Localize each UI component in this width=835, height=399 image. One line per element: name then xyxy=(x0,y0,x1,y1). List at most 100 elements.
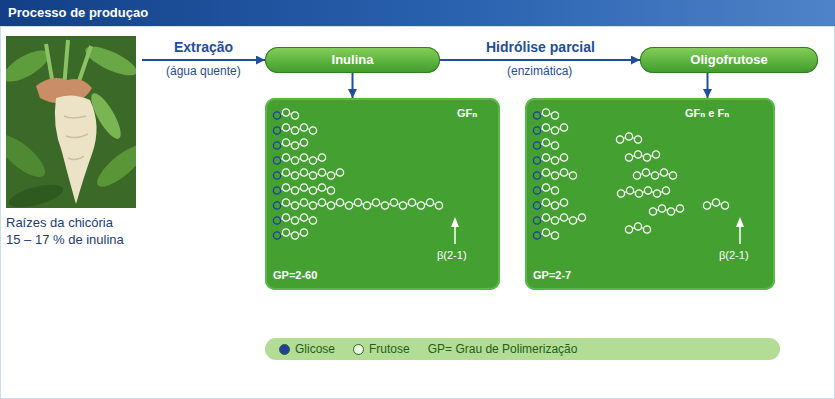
fructose-unit xyxy=(300,184,307,191)
title-bar: Processo de produçao xyxy=(0,0,835,26)
flow-arrow xyxy=(440,59,640,61)
root-lines xyxy=(64,116,88,160)
fructose-unit xyxy=(560,169,567,176)
legend-swatch xyxy=(279,344,290,355)
box-label: Inulina xyxy=(332,47,374,73)
fructose-unit xyxy=(291,202,298,209)
fructose-unit xyxy=(551,112,558,119)
fructose-unit xyxy=(300,214,307,221)
fructose-unit xyxy=(390,199,397,206)
glucose-unit xyxy=(273,127,280,134)
fructose-unit xyxy=(327,187,334,194)
fructose-unit xyxy=(318,154,325,161)
fructose-unit xyxy=(634,151,641,158)
fructose-unit xyxy=(318,184,325,191)
fructose-unit xyxy=(617,190,624,197)
fructose-unit xyxy=(318,169,325,176)
title-text: Processo de produçao xyxy=(0,0,148,26)
fructose-unit xyxy=(542,154,549,161)
glucose-unit xyxy=(533,172,540,179)
fructose-unit xyxy=(551,142,558,149)
polymerization-label: GP=2-7 xyxy=(533,268,571,282)
process-step-label: Hidrólise parcial xyxy=(484,39,597,56)
fructose-unit xyxy=(291,157,298,164)
leaf xyxy=(92,139,136,193)
leaf xyxy=(7,180,66,208)
fructose-unit xyxy=(282,139,289,146)
fructose-unit xyxy=(282,184,289,191)
fructose-unit xyxy=(345,202,352,209)
fructose-unit xyxy=(542,124,549,131)
fructose-unit xyxy=(291,112,298,119)
fructose-unit xyxy=(300,154,307,161)
fructose-unit xyxy=(642,169,649,176)
fructose-unit xyxy=(625,154,632,161)
fructose-unit xyxy=(660,169,667,176)
fructose-unit xyxy=(542,214,549,221)
fructose-unit xyxy=(426,199,433,206)
fructose-unit xyxy=(300,199,307,206)
fructose-unit xyxy=(542,169,549,176)
root xyxy=(55,95,97,204)
fructose-unit xyxy=(300,139,307,146)
fructose-unit xyxy=(616,136,623,143)
fructose-unit xyxy=(676,205,683,212)
legend-note: GP= Grau de Polimerização xyxy=(428,342,578,356)
fructose-unit xyxy=(560,214,567,221)
fructose-unit xyxy=(291,217,298,224)
glucose-unit xyxy=(273,202,280,209)
fructose-unit xyxy=(282,169,289,176)
fructose-unit xyxy=(282,154,289,161)
structure-panel: GFₙ e Fₙ β(2-1) GP=2-7 xyxy=(525,98,775,290)
fructose-unit xyxy=(282,199,289,206)
fructose-unit xyxy=(282,229,289,236)
fructose-unit xyxy=(363,202,370,209)
fructose-unit xyxy=(300,229,307,236)
fructose-unit xyxy=(399,202,406,209)
structure-panel: GFₙ β(2-1) GP=2-60 xyxy=(265,98,500,290)
box-label: Oligofrutose xyxy=(690,47,767,73)
fructose-unit xyxy=(669,172,676,179)
formula-label: GFₙ e Fₙ xyxy=(685,106,729,120)
legend-text: Glicose xyxy=(295,342,335,356)
fructose-unit xyxy=(542,229,549,236)
fructose-unit xyxy=(649,208,656,215)
fructose-unit xyxy=(633,172,640,179)
fructose-unit xyxy=(721,202,728,209)
fructose-unit xyxy=(542,109,549,116)
glucose-unit xyxy=(533,217,540,224)
fructose-unit xyxy=(560,154,567,161)
fructose-unit xyxy=(625,226,632,233)
fructose-unit xyxy=(291,232,298,239)
fructose-unit xyxy=(300,124,307,131)
leader-arrow xyxy=(736,217,744,227)
fructose-unit xyxy=(652,151,659,158)
fructose-unit xyxy=(569,172,576,179)
bond-label: β(2-1) xyxy=(437,248,467,262)
fructose-unit xyxy=(560,124,567,131)
fructose-unit xyxy=(542,184,549,191)
fructose-unit xyxy=(282,124,289,131)
fructose-unit xyxy=(309,202,316,209)
glucose-unit xyxy=(273,142,280,149)
glucose-unit xyxy=(273,187,280,194)
fructose-unit xyxy=(435,202,442,209)
glucose-unit xyxy=(273,217,280,224)
fructose-unit xyxy=(300,169,307,176)
fructose-unit xyxy=(662,187,669,194)
glucose-unit xyxy=(273,232,280,239)
fructose-unit xyxy=(336,199,343,206)
fructose-unit xyxy=(542,139,549,146)
glucose-unit xyxy=(533,112,540,119)
legend-item: Frutose xyxy=(353,342,410,356)
fructose-unit xyxy=(417,202,424,209)
legend-item: Glicose xyxy=(279,342,335,356)
fructose-unit xyxy=(336,169,343,176)
fructose-unit xyxy=(551,127,558,134)
bond-label: β(2-1) xyxy=(719,248,749,262)
polymerization-label: GP=2-60 xyxy=(273,268,317,282)
fructose-unit xyxy=(551,172,558,179)
formula-label: GFₙ xyxy=(457,106,477,120)
process-condition: (enzimática) xyxy=(505,64,574,79)
